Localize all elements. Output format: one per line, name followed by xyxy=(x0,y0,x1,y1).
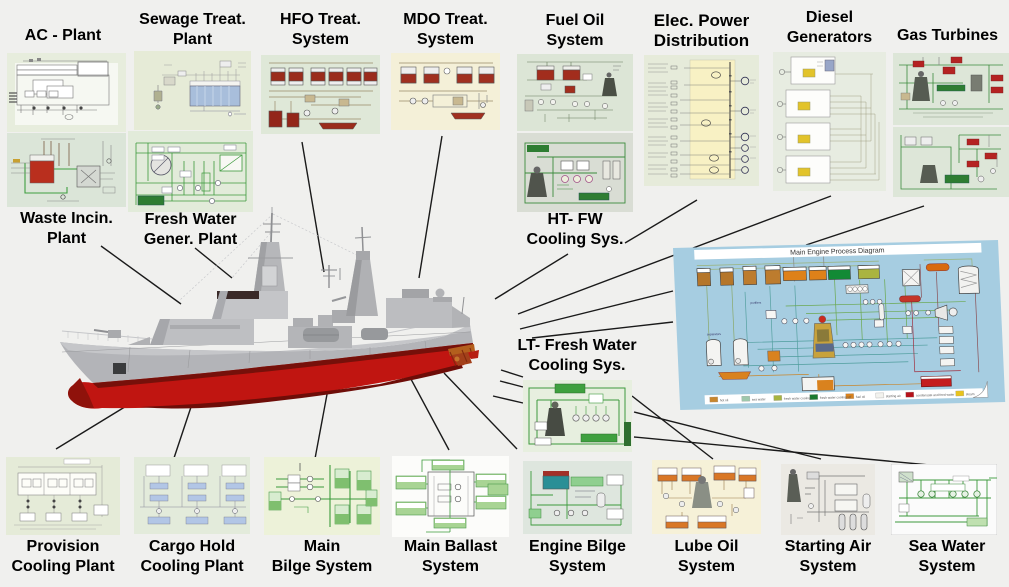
svg-text:purifiers: purifiers xyxy=(750,301,761,305)
svg-text:sea water: sea water xyxy=(752,397,767,401)
svg-text:separators: separators xyxy=(707,332,722,336)
svg-text:condensate and feed water: condensate and feed water xyxy=(916,393,956,398)
svg-text:fresh water cooling: fresh water cooling xyxy=(784,396,811,401)
svg-text:fresh water cooling HT: fresh water cooling HT xyxy=(820,395,852,400)
svg-text:hot oil: hot oil xyxy=(720,398,729,402)
svg-text:fuel oil: fuel oil xyxy=(856,395,866,399)
svg-text:steam: steam xyxy=(966,392,975,396)
svg-text:starting air: starting air xyxy=(886,394,902,398)
svg-text:Main Engine Process Diagram: Main Engine Process Diagram xyxy=(790,247,885,256)
